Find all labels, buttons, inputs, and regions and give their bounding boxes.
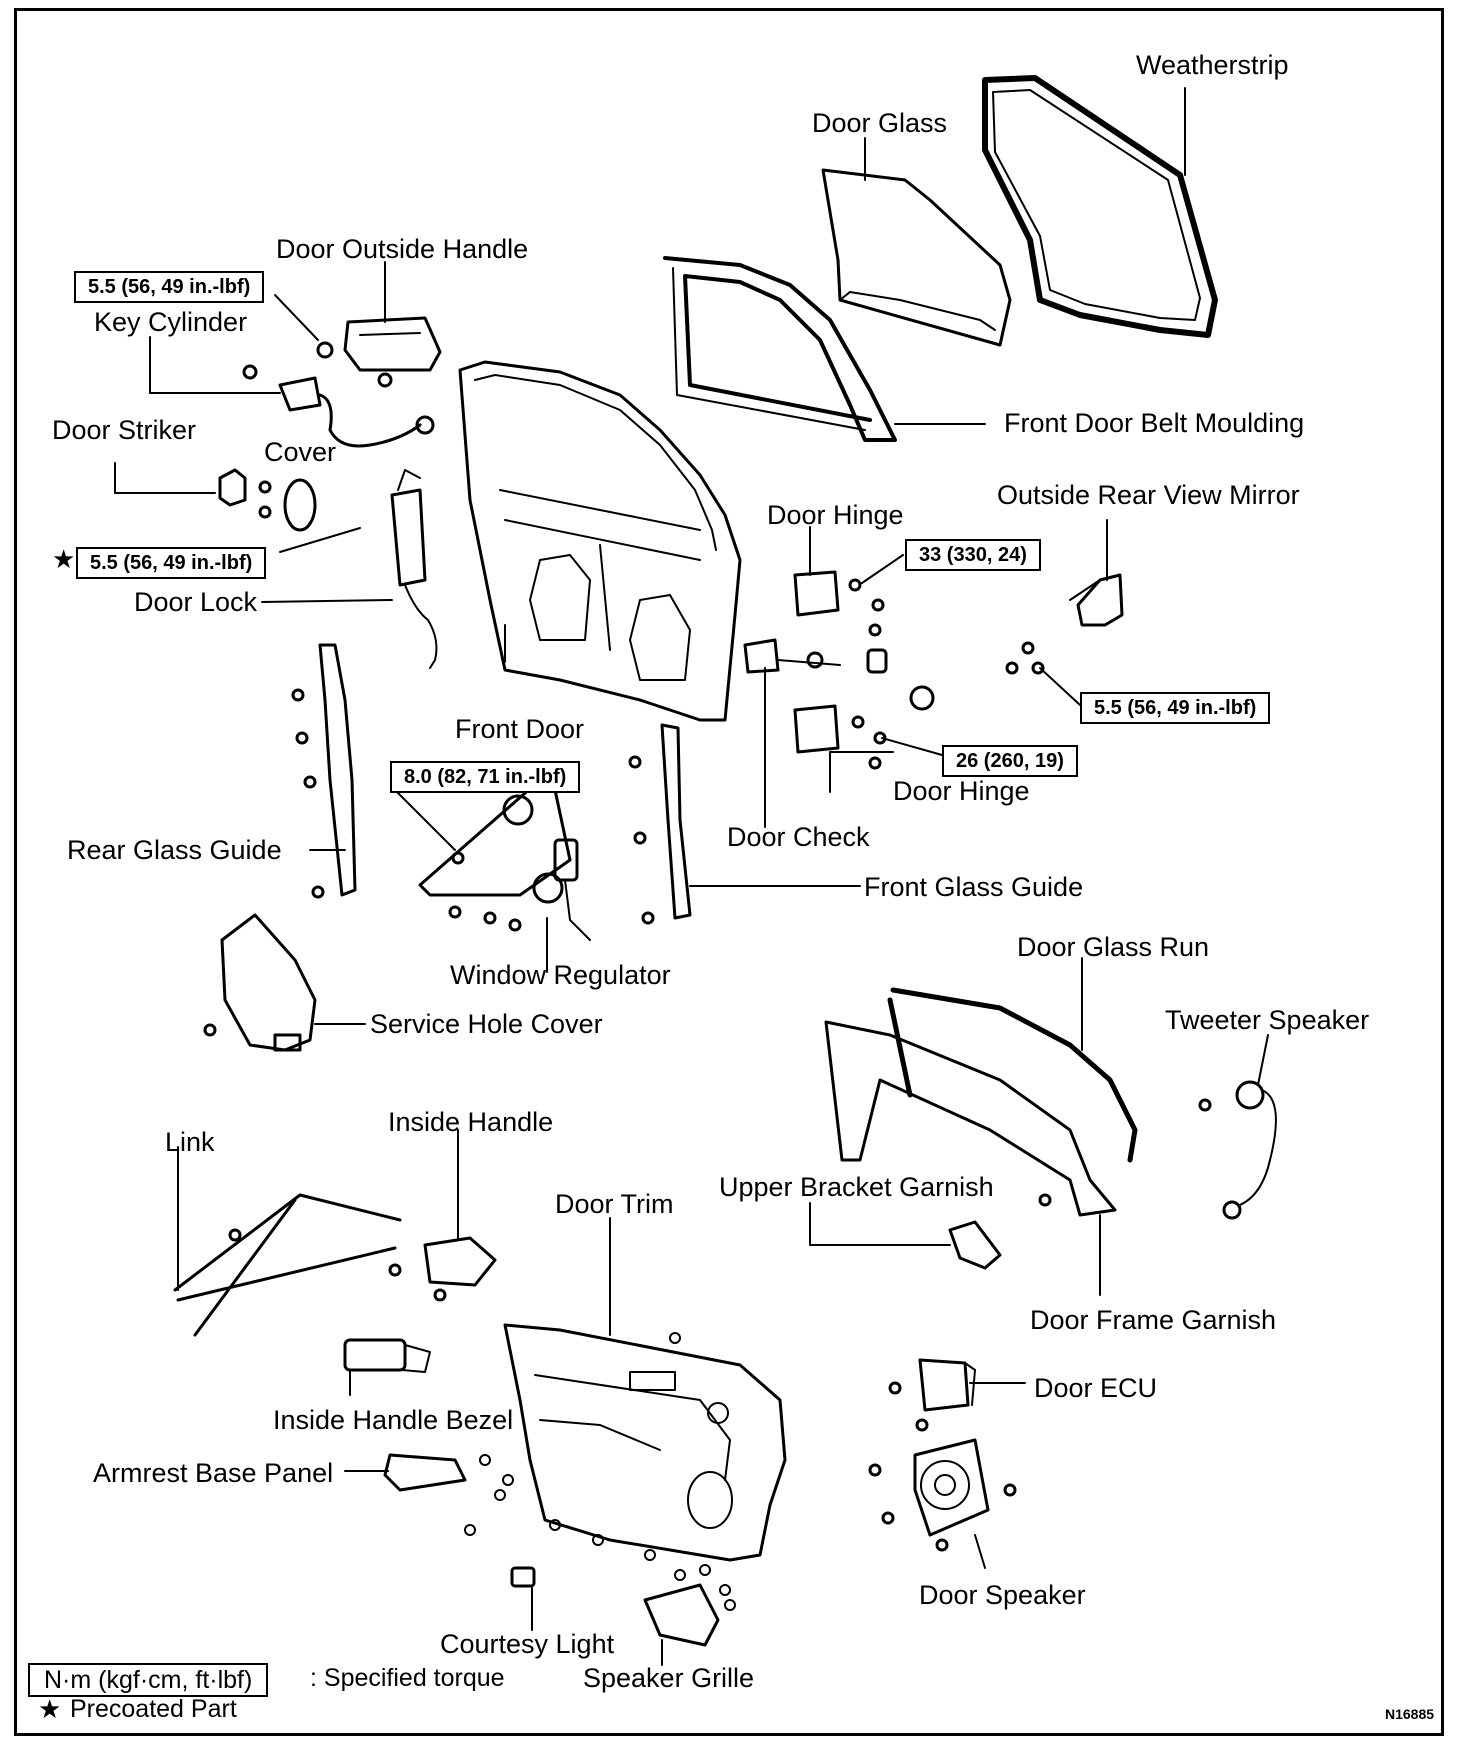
label-door-hinge-upper: Door Hinge (767, 500, 904, 530)
label-door-striker: Door Striker (52, 415, 197, 445)
door-ecu-part (888, 1358, 976, 1432)
legend-star-icon: ★ (38, 1694, 62, 1724)
torque-window-regulator: 8.0 (82, 71 in.-lbf) (390, 761, 581, 793)
torque-hinge-lower: 26 (260, 19) (942, 745, 1078, 777)
label-weatherstrip: Weatherstrip (1136, 50, 1289, 80)
inside-handle-bezel-part (343, 1338, 431, 1373)
label-speaker-grille: Speaker Grille (583, 1663, 755, 1693)
label-front-door: Front Door (455, 714, 585, 744)
label-link: Link (165, 1127, 215, 1157)
mirror-part (1005, 573, 1124, 675)
label-rear-glass-guide: Rear Glass Guide (67, 835, 282, 865)
outside-handle-part (316, 316, 442, 388)
label-door-glass: Door Glass (812, 108, 948, 138)
label-front-door-belt-moulding: Front Door Belt Moulding (1004, 408, 1305, 438)
label-courtesy-light: Courtesy Light (440, 1629, 615, 1659)
door-hinge-lower-part (793, 704, 887, 770)
inside-handle-part (388, 1236, 497, 1302)
label-key-cylinder: Key Cylinder (94, 307, 248, 337)
legend-torque-text: : Specified torque (310, 1664, 505, 1692)
door-striker-part (218, 468, 272, 519)
label-door-lock: Door Lock (134, 587, 258, 617)
torque-mirror: 5.5 (56, 49 in.-lbf) (1080, 692, 1271, 724)
door-speaker-part (868, 1438, 1017, 1552)
label-door-frame-garnish: Door Frame Garnish (1030, 1305, 1277, 1335)
link-part (173, 1193, 402, 1337)
legend-precoated-text: Precoated Part (70, 1695, 237, 1723)
tweeter-speaker-part (1198, 1080, 1277, 1220)
label-door-hinge-lower: Door Hinge (893, 776, 1030, 806)
armrest-base-panel-part (383, 1453, 467, 1492)
courtesy-light-part (510, 1566, 536, 1588)
label-cover: Cover (264, 437, 337, 467)
front-glass-guide-part (628, 723, 692, 925)
door-glass-run-part (887, 987, 1138, 1163)
front-door-part (458, 360, 742, 722)
belt-moulding-part (663, 256, 897, 442)
label-inside-handle-bezel: Inside Handle Bezel (273, 1405, 514, 1435)
door-hinge-upper-part (793, 570, 885, 637)
legend-torque-unit-box: N·m (kgf·cm, ft·lbf) (28, 1663, 269, 1697)
label-door-outside-handle: Door Outside Handle (276, 234, 529, 264)
label-door-trim: Door Trim (555, 1189, 674, 1219)
window-regulator-part (418, 778, 591, 941)
precoated-star-door-lock: ★ (52, 544, 76, 574)
rear-glass-guide-part (291, 643, 357, 899)
leader-lines (114, 87, 1269, 1666)
door-glass-part (821, 168, 1012, 347)
label-front-glass-guide: Front Glass Guide (864, 872, 1084, 902)
weatherstrip-part (982, 75, 1218, 338)
label-outside-rear-view-mirror: Outside Rear View Mirror (997, 480, 1300, 510)
key-cylinder-part (242, 364, 435, 448)
door-lock-part (390, 469, 438, 669)
label-inside-handle: Inside Handle (388, 1107, 554, 1137)
label-door-speaker: Door Speaker (919, 1580, 1086, 1610)
label-door-check: Door Check (727, 822, 870, 852)
trim-screws (464, 1332, 736, 1611)
label-window-regulator: Window Regulator (450, 960, 671, 990)
diagram-frame (14, 8, 1444, 1736)
door-frame-garnish-part (824, 1020, 1117, 1217)
label-door-glass-run: Door Glass Run (1017, 932, 1210, 962)
cover-part (283, 478, 317, 532)
door-check-part (743, 638, 935, 711)
speaker-grille-part (643, 1583, 720, 1647)
door-trim-part (503, 1323, 787, 1562)
torque-hinge-upper: 33 (330, 24) (905, 539, 1041, 571)
upper-bracket-garnish-part (948, 1220, 1002, 1270)
torque-door-lock: 5.5 (56, 49 in.-lbf) (76, 547, 267, 579)
label-tweeter-speaker: Tweeter Speaker (1165, 1005, 1370, 1035)
label-service-hole-cover: Service Hole Cover (370, 1009, 603, 1039)
label-armrest-base-panel: Armrest Base Panel (93, 1458, 334, 1488)
label-upper-bracket-garnish: Upper Bracket Garnish (719, 1172, 994, 1202)
figure-code: N16885 (1385, 1706, 1435, 1722)
torque-outside-handle: 5.5 (56, 49 in.-lbf) (74, 271, 265, 303)
torque-leader-lines (274, 294, 1081, 851)
service-hole-cover-part (203, 913, 317, 1052)
label-door-ecu: Door ECU (1034, 1373, 1158, 1403)
